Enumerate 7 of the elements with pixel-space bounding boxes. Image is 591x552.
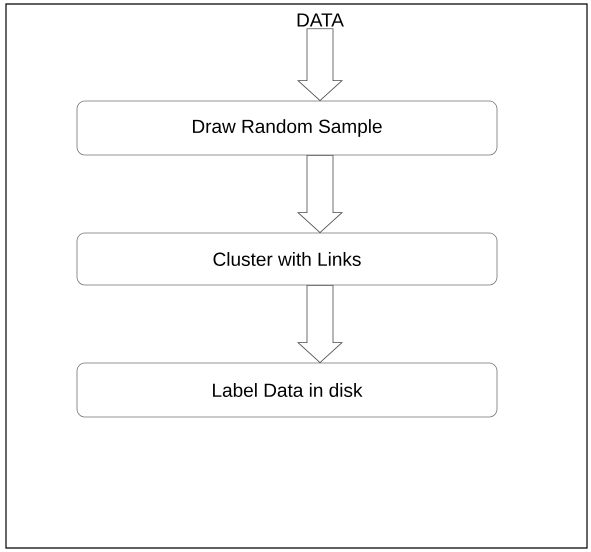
- block-arrow: [296, 155, 344, 234]
- process-box: Cluster with Links: [76, 232, 498, 286]
- input-label: DATA: [298, 13, 344, 27]
- process-box: Draw Random Sample: [76, 100, 498, 156]
- block-arrow: [296, 28, 344, 102]
- block-arrow: [296, 285, 344, 364]
- process-box: Label Data in disk: [76, 362, 498, 418]
